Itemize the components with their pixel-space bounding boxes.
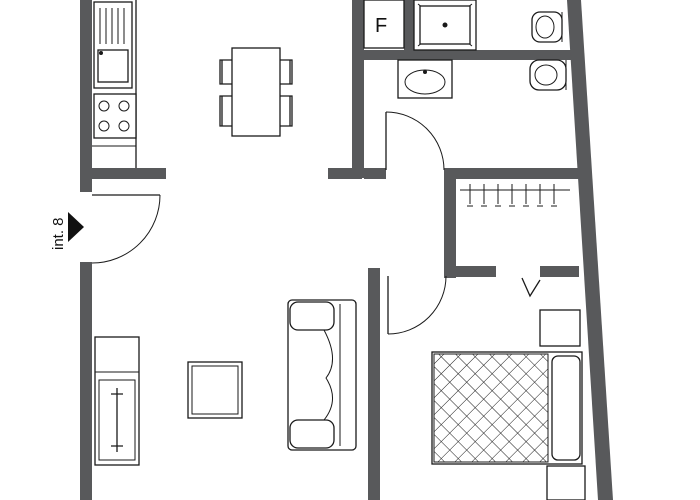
shower-drain-icon xyxy=(442,22,448,28)
bedroom-door xyxy=(387,275,541,335)
closet-door-arrow-icon xyxy=(521,277,541,298)
wall-bath-inner xyxy=(404,0,414,52)
wall-bath-stub xyxy=(328,168,362,179)
living-room xyxy=(94,299,357,466)
sink-drain-icon xyxy=(99,51,103,55)
bed-quilt xyxy=(433,353,549,463)
bath-door-swing xyxy=(385,111,445,171)
walls xyxy=(80,0,613,500)
sink-drainer-icon xyxy=(99,8,125,44)
tv-stand-icon xyxy=(111,388,123,452)
coffee-table-top xyxy=(191,365,239,415)
tap-icon xyxy=(423,70,427,74)
bedroom-door-swing xyxy=(387,275,447,335)
sofa-arm-top xyxy=(289,301,335,331)
bidet-icon xyxy=(531,11,563,43)
coffee-table xyxy=(187,361,243,419)
hanger-icons xyxy=(467,184,557,207)
wall-corridor-top xyxy=(444,168,579,179)
toilet-icon xyxy=(529,59,567,91)
wall-east xyxy=(567,0,613,500)
boiler-label: F xyxy=(375,15,387,37)
chair xyxy=(219,59,232,85)
bathroom: F xyxy=(363,0,567,171)
stove-burner-icon xyxy=(118,100,130,112)
sofa-arm-bottom xyxy=(289,419,335,449)
tv-cabinet-inner xyxy=(98,379,136,461)
chair xyxy=(219,95,232,127)
bedroom xyxy=(431,309,586,500)
entry-door-swing xyxy=(91,194,161,264)
apartment-label: int. 8 xyxy=(50,217,67,250)
wall-west-lower xyxy=(80,262,92,500)
wall-closet-bottom-right xyxy=(540,266,579,277)
wall-closet-left xyxy=(444,168,456,278)
wall-bedroom-left xyxy=(368,268,380,500)
wall-entry-stub xyxy=(80,168,166,179)
nightstand-lower xyxy=(546,465,586,500)
wall-bath-top-ledge xyxy=(364,50,579,60)
kitchen xyxy=(92,0,137,168)
wardrobe xyxy=(460,184,570,207)
boiler-box xyxy=(363,0,405,49)
stove-burner-icon xyxy=(118,120,130,132)
nightstand xyxy=(539,309,581,347)
stove-burner-icon xyxy=(98,100,110,112)
stove-burner-icon xyxy=(98,120,110,132)
stove xyxy=(93,93,137,139)
wall-bath-vertical xyxy=(352,0,364,178)
sink-basin xyxy=(97,49,129,83)
chair xyxy=(280,95,293,127)
dining-set xyxy=(219,47,293,137)
entrance: int. 8 xyxy=(50,194,161,264)
dining-table xyxy=(231,47,281,137)
entrance-arrow-icon xyxy=(68,212,84,242)
sofa-cushion-line xyxy=(323,329,333,421)
wall-closet-bottom xyxy=(444,266,496,277)
pillow xyxy=(551,355,581,461)
wall-bath-bottom xyxy=(364,168,386,179)
washbasin xyxy=(397,59,453,99)
wall-west-upper xyxy=(80,0,92,192)
sofa xyxy=(287,299,357,451)
chair xyxy=(280,59,293,85)
